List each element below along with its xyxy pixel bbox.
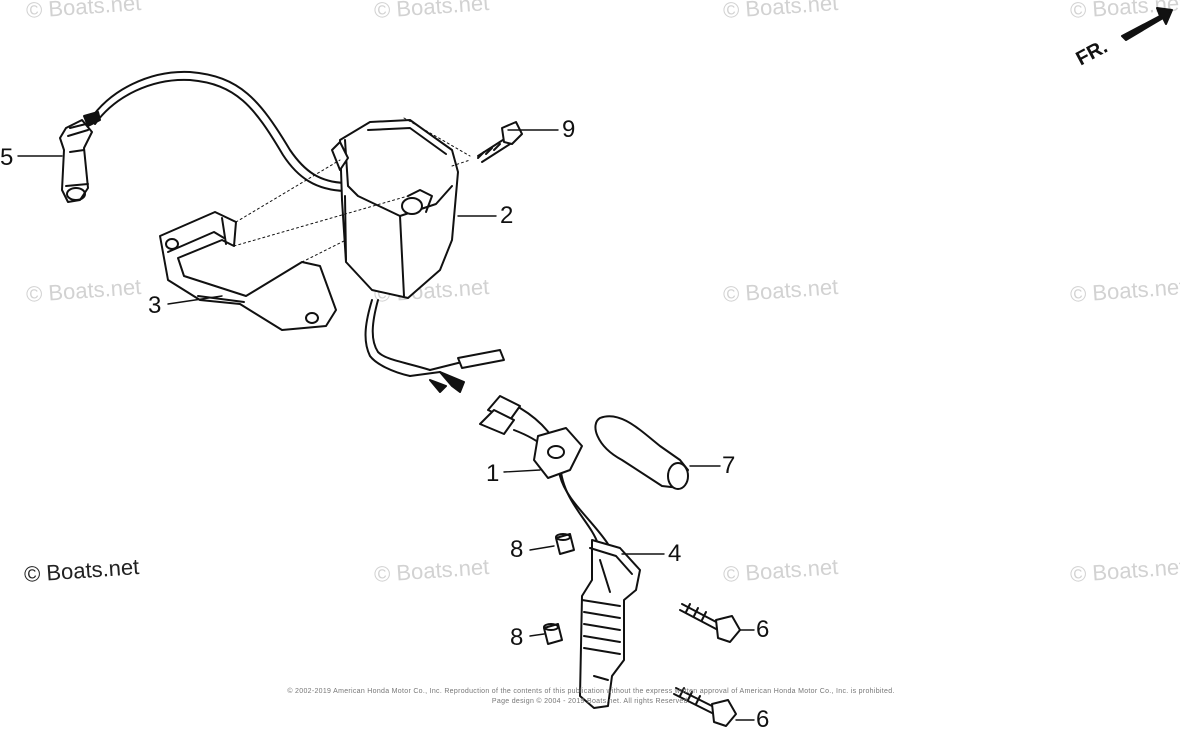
- rubber-cap: [594, 415, 689, 490]
- ignition-coil: [331, 119, 505, 393]
- callout-8-upper[interactable]: 8: [510, 536, 524, 563]
- assembly-guide-lines: [233, 117, 471, 263]
- callout-8-lower[interactable]: 8: [510, 624, 524, 651]
- spark-plug-cap: [59, 119, 93, 203]
- leader-lines: [17, 129, 755, 721]
- callout-9[interactable]: 9: [562, 116, 576, 143]
- callout-3[interactable]: 3: [148, 292, 162, 319]
- bolt-9: [477, 121, 523, 163]
- ignition-coil-bracket: [159, 211, 337, 331]
- callout-7[interactable]: 7: [722, 452, 736, 479]
- callout-4[interactable]: 4: [668, 540, 682, 567]
- bolt-6-upper: [679, 603, 741, 643]
- pulser-coil: [579, 539, 641, 709]
- copyright-notice: © 2002-2019 American Honda Motor Co., In…: [287, 688, 895, 695]
- callout-5[interactable]: 5: [0, 144, 14, 171]
- high-tension-cord: [83, 70, 346, 192]
- wire-harness: [479, 395, 609, 545]
- collar-lower: [543, 623, 563, 645]
- callout-6-upper[interactable]: 6: [756, 616, 770, 643]
- callout-6-lower[interactable]: 6: [756, 706, 770, 733]
- callout-1[interactable]: 1: [486, 460, 500, 487]
- callout-2[interactable]: 2: [500, 202, 514, 229]
- page-design-notice: Page design © 2004 - 2019 Boats.net. All…: [491, 698, 691, 705]
- bolt-6-lower: [673, 687, 737, 727]
- collar-upper: [555, 533, 575, 555]
- front-arrow-icon: [1121, 7, 1173, 41]
